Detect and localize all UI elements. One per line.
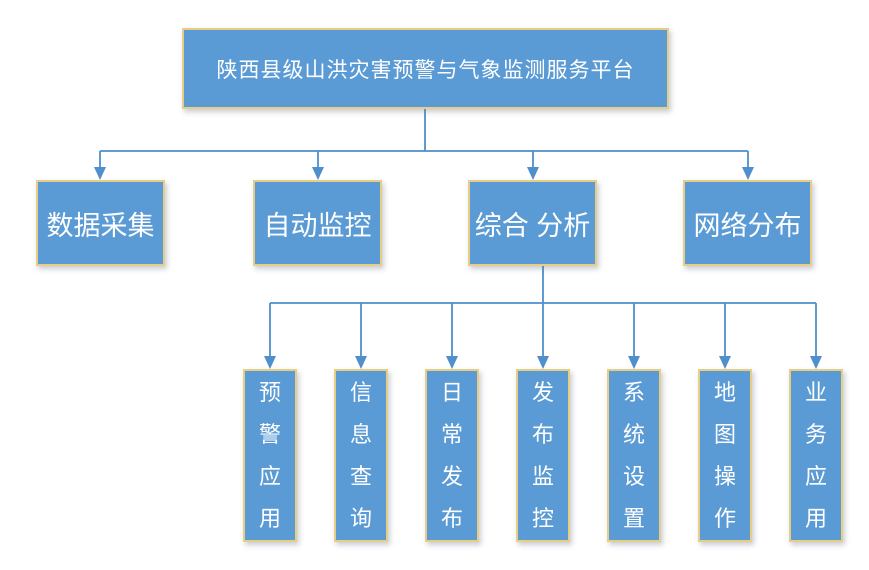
node-auto-monitoring: 自动监控 <box>253 180 382 266</box>
node-label: 地图操作 <box>714 379 737 531</box>
node-daily-release: 日常发布 <box>425 369 479 542</box>
connector-level1 <box>94 108 754 180</box>
arrowhead-icon <box>537 356 549 369</box>
node-warning-application: 预警应用 <box>243 369 297 542</box>
arrowhead-icon <box>628 356 640 369</box>
arrowhead-icon <box>719 356 731 369</box>
arrowhead-icon <box>355 356 367 369</box>
node-label: 预警应用 <box>259 379 282 531</box>
arrowhead-icon <box>527 167 539 180</box>
arrowhead-icon <box>446 356 458 369</box>
node-system-settings: 系统设置 <box>607 369 661 542</box>
node-data-collection: 数据采集 <box>36 180 165 266</box>
node-label: 发布监控 <box>532 379 555 531</box>
arrowhead-icon <box>94 167 106 180</box>
node-network-distribution: 网络分布 <box>683 180 812 266</box>
node-comprehensive-analysis: 综合 分析 <box>468 180 597 266</box>
node-release-monitoring: 发布监控 <box>516 369 570 542</box>
node-label: 日常发布 <box>441 379 464 531</box>
arrowhead-icon <box>810 356 822 369</box>
node-label: 系统设置 <box>623 379 646 531</box>
node-label: 业务应用 <box>805 379 828 531</box>
arrowhead-icon <box>264 356 276 369</box>
node-label: 信息查询 <box>350 379 373 531</box>
arrowhead-icon <box>742 167 754 180</box>
arrowhead-icon <box>312 167 324 180</box>
connector-level2 <box>264 266 822 369</box>
node-info-query: 信息查询 <box>334 369 388 542</box>
node-map-operation: 地图操作 <box>698 369 752 542</box>
node-platform: 陕西县级山洪灾害预警与气象监测服务平台 <box>182 28 669 109</box>
node-business-application: 业务应用 <box>789 369 843 542</box>
